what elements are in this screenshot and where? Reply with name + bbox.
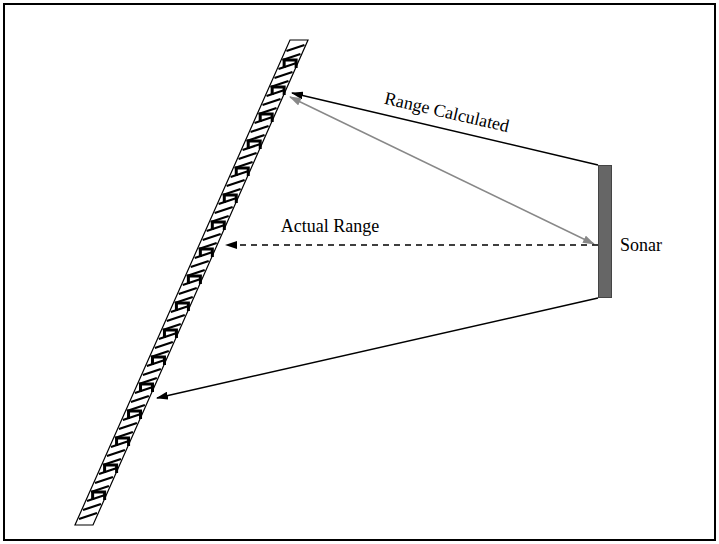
wall-hatch bbox=[183, 279, 201, 285]
wall-step bbox=[200, 249, 212, 257]
wall-hatch bbox=[286, 45, 304, 51]
wall-step bbox=[284, 60, 296, 68]
wall-hatch bbox=[135, 387, 153, 393]
wall-step bbox=[105, 465, 117, 473]
wall-step bbox=[152, 357, 164, 365]
wall-step bbox=[248, 141, 260, 149]
wall-hatch bbox=[219, 198, 237, 204]
wall-outline bbox=[75, 40, 308, 525]
wall-step bbox=[212, 222, 224, 230]
wall-hatch bbox=[83, 504, 101, 510]
wall-step bbox=[260, 114, 272, 122]
wall-hatch bbox=[87, 495, 105, 501]
frame bbox=[4, 4, 715, 540]
wall-hatch bbox=[191, 261, 209, 267]
wall-hatch bbox=[111, 441, 129, 447]
wall-hatch bbox=[267, 90, 285, 96]
wall-step bbox=[176, 303, 188, 311]
wall bbox=[75, 40, 308, 525]
wall-step bbox=[236, 168, 248, 176]
wall-hatch bbox=[195, 252, 213, 258]
wall-hatch bbox=[239, 153, 257, 159]
wall-hatch bbox=[131, 396, 149, 402]
wall-hatch bbox=[255, 117, 273, 123]
device-label: Sonar bbox=[620, 235, 662, 256]
wall-step bbox=[224, 195, 236, 203]
wall-hatch bbox=[99, 468, 117, 474]
wall-hatch bbox=[79, 513, 97, 519]
wall-hatch bbox=[119, 423, 137, 429]
beam-edge bbox=[157, 298, 598, 398]
actual-range-line bbox=[226, 244, 598, 246]
wall-step bbox=[141, 384, 153, 392]
wall-hatch bbox=[179, 288, 197, 294]
wall-hatch bbox=[123, 414, 141, 420]
wall-hatch bbox=[159, 333, 177, 339]
wall-hatch bbox=[155, 342, 173, 348]
wall-hatch bbox=[231, 171, 249, 177]
wall-hatch bbox=[207, 225, 225, 231]
wall-step bbox=[93, 492, 105, 500]
wall-hatch bbox=[171, 306, 189, 312]
wall-hatch bbox=[274, 72, 292, 78]
wall-step bbox=[117, 438, 129, 446]
wall-hatch bbox=[251, 126, 269, 132]
wall-hatch bbox=[203, 234, 221, 240]
wall-hatch bbox=[95, 477, 113, 483]
wall-step bbox=[188, 276, 200, 284]
wall-hatch bbox=[263, 99, 281, 105]
wall-hatch bbox=[167, 315, 185, 321]
wall-hatch bbox=[107, 450, 125, 456]
wall-step bbox=[272, 87, 284, 95]
sonar-transducer: Sonar bbox=[598, 165, 612, 298]
wall-step bbox=[164, 330, 176, 338]
wall-hatch bbox=[215, 207, 233, 213]
wall-step bbox=[129, 411, 141, 419]
wall-hatch bbox=[143, 369, 161, 375]
wall-hatch bbox=[278, 63, 296, 69]
wall-hatch bbox=[227, 180, 245, 186]
wall-hatch bbox=[147, 360, 165, 366]
actual-range-label: Actual Range bbox=[281, 216, 379, 237]
wall-hatch bbox=[243, 144, 261, 150]
